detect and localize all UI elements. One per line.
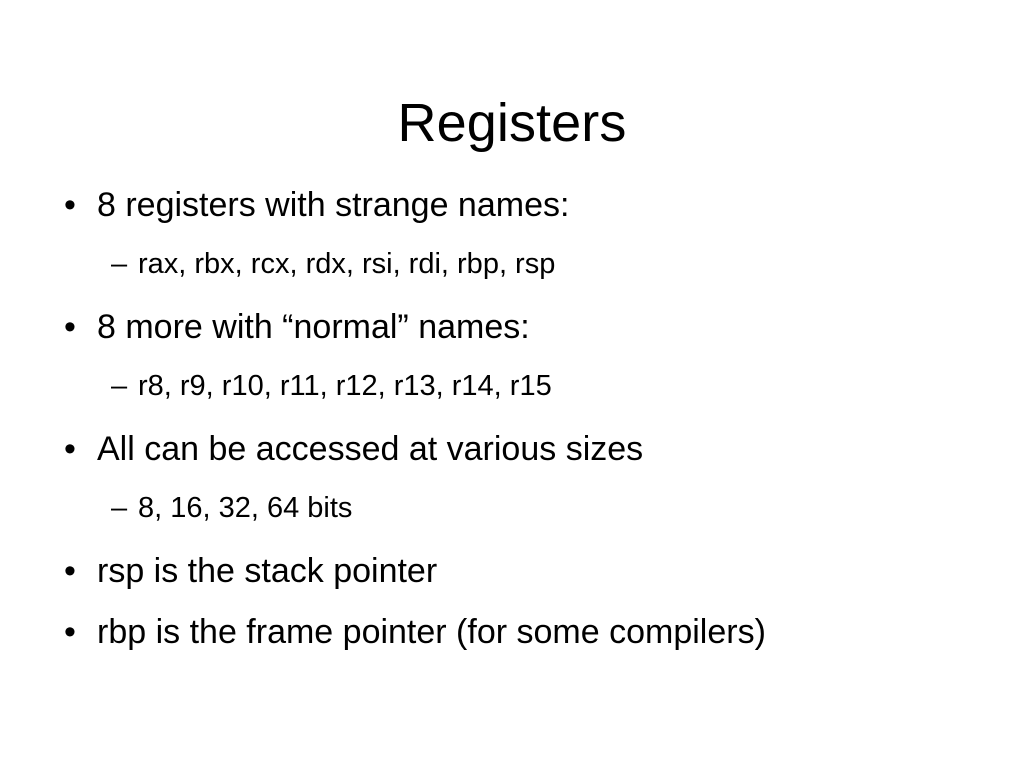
list-item: • rbp is the frame pointer (for some com… [56, 609, 984, 670]
dash-icon: – [111, 370, 128, 402]
list-item: – r8, r9, r10, r11, r12, r13, r14, r15 [56, 365, 1024, 426]
list-item-label: rbp is the frame pointer (for some compi… [97, 613, 766, 651]
list-item-label: 8, 16, 32, 64 bits [138, 492, 353, 524]
list-item-label: All can be accessed at various sizes [97, 430, 644, 468]
bullet-icon: • [64, 430, 76, 468]
list-item: – rax, rbx, rcx, rdx, rsi, rdi, rbp, rsp [56, 243, 1024, 304]
bullet-icon: • [64, 308, 76, 346]
dash-icon: – [111, 492, 128, 524]
list-item: – 8, 16, 32, 64 bits [56, 487, 1024, 548]
bullet-icon: • [64, 186, 76, 224]
list-item-label: 8 more with “normal” names: [97, 308, 530, 346]
list-item-label: 8 registers with strange names: [97, 186, 570, 224]
list-item-label: rsp is the stack pointer [97, 552, 438, 590]
list-item: • rsp is the stack pointer [56, 548, 984, 609]
list-item: • 8 registers with strange names: [56, 182, 984, 243]
bullet-icon: • [64, 552, 76, 590]
list-item-label: rax, rbx, rcx, rdx, rsi, rdi, rbp, rsp [138, 248, 556, 280]
dash-icon: – [111, 248, 128, 280]
list-item: • 8 more with “normal” names: [56, 304, 984, 365]
list-item: • All can be accessed at various sizes [56, 426, 984, 487]
bullet-icon: • [64, 613, 76, 651]
list-item-label: r8, r9, r10, r11, r12, r13, r14, r15 [138, 370, 552, 402]
page-title: Registers [397, 93, 627, 154]
bullet-list: • 8 registers with strange names: – rax,… [56, 182, 976, 670]
